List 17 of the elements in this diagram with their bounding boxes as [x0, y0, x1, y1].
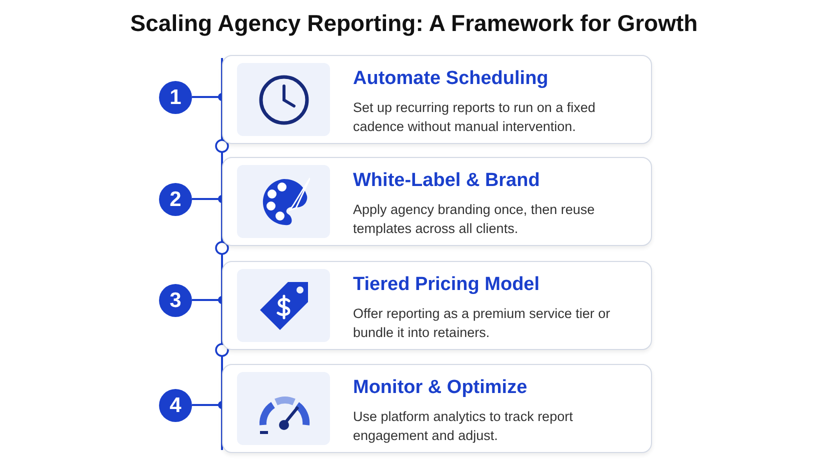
card-heading: Automate Scheduling: [353, 68, 548, 90]
step-card: [222, 261, 652, 350]
step-number-badge: 4: [159, 389, 192, 422]
card-description: Use platform analytics to track report engagement and adjust.: [353, 408, 574, 445]
step-card: [222, 364, 652, 453]
step-number-badge: 3: [159, 284, 192, 317]
card-heading: White-Label & Brand: [353, 170, 540, 192]
step-card: [222, 157, 652, 246]
step-number-badge: 2: [159, 183, 192, 216]
card-description: Apply agency branding once, then reuse templates across all clients.: [353, 201, 596, 238]
step-card: [222, 55, 652, 144]
step-number-badge: 1: [159, 81, 192, 114]
card-heading: Tiered Pricing Model: [353, 274, 540, 296]
card-heading: Monitor & Optimize: [353, 377, 528, 399]
card-description: Set up recurring reports to run on a fixed cadence without manual intervention.: [353, 99, 596, 136]
card-description: Offer reporting as a premium service tier or bundle it into retainers.: [353, 305, 612, 342]
title: Scaling Agency Reporting: A Framework for Growth: [130, 10, 698, 37]
